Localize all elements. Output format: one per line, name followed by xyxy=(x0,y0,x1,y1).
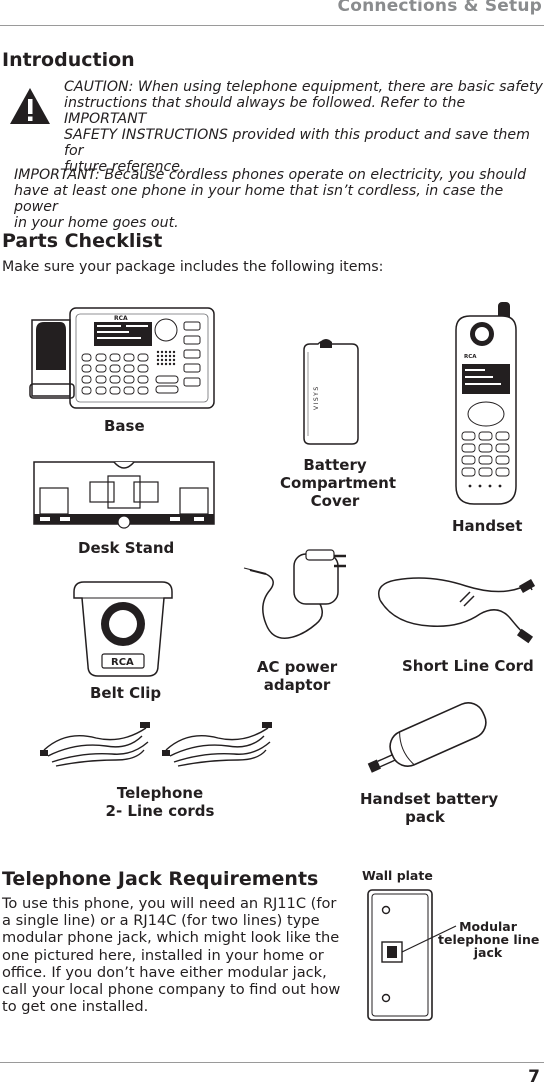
svg-text:VISYS: VISYS xyxy=(313,385,320,410)
desk-stand-illustration xyxy=(33,461,215,529)
belt-clip-brand-text: RCA xyxy=(111,657,134,668)
battery-pack-label: Handset battery pack xyxy=(360,790,499,826)
ac-adaptor-label: AC power adaptor xyxy=(256,658,338,694)
wall-plate-label: Wall plate xyxy=(362,868,433,883)
header-divider xyxy=(0,25,544,26)
important-text: IMPORTANT: Because cordless phones opera… xyxy=(14,167,527,231)
battery-pack-illustration xyxy=(367,702,487,773)
desk-stand-label: Desk Stand xyxy=(78,539,175,557)
battery-cover-illustration: VISYS xyxy=(303,339,359,445)
jack-body: To use this phone, you will need an RJ11… xyxy=(2,895,341,1016)
belt-clip-illustration: RCA xyxy=(73,581,173,677)
section-title: Connections & Setup xyxy=(337,0,542,16)
jack-heading: Telephone Jack Requirements xyxy=(2,868,319,890)
base-label: Base xyxy=(104,417,145,435)
page-number: 7 xyxy=(528,1067,540,1087)
caution-icon xyxy=(10,88,50,124)
short-line-cord-illustration xyxy=(378,577,536,644)
footer-divider xyxy=(0,1062,544,1063)
caution-text: CAUTION: When using telephone equipment,… xyxy=(64,79,543,175)
handset-label: Handset xyxy=(452,517,523,535)
line-cords-illustration xyxy=(40,722,272,767)
parts-intro: Make sure your package includes the foll… xyxy=(2,259,384,275)
battery-cover-label: Battery Compartment Cover xyxy=(280,456,397,510)
modular-jack-label: Modular telephone line jack xyxy=(438,919,540,960)
base-illustration: RCA xyxy=(29,307,215,409)
svg-text:RCA: RCA xyxy=(464,354,477,360)
intro-heading: Introduction xyxy=(2,49,135,71)
belt-clip-label: Belt Clip xyxy=(90,684,162,702)
handset-illustration: RCA xyxy=(455,302,517,505)
line-cords-label: Telephone 2- Line cords xyxy=(105,784,215,820)
wall-plate-illustration xyxy=(367,889,457,1021)
short-line-cord-label: Short Line Cord xyxy=(402,657,534,675)
base-brand-text: RCA xyxy=(114,315,128,322)
ac-adaptor-illustration xyxy=(243,549,346,639)
parts-heading: Parts Checklist xyxy=(2,230,163,252)
